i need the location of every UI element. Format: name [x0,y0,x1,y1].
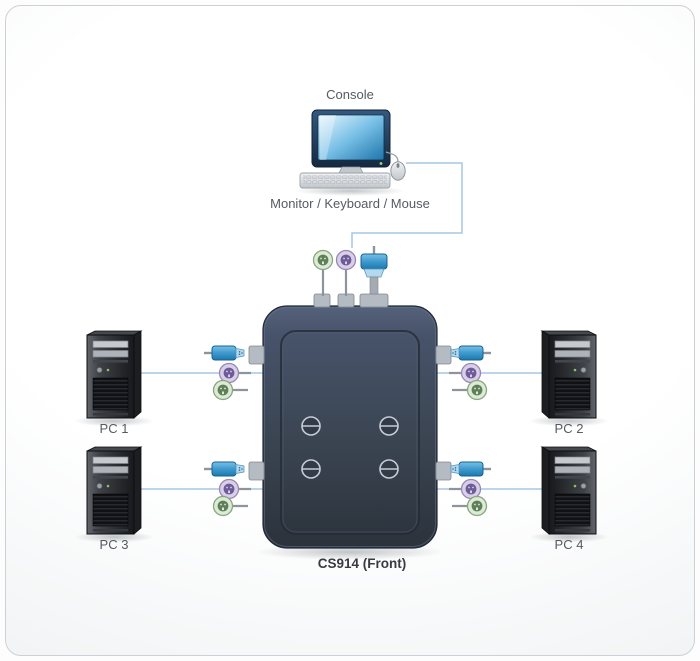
monitor-screen [317,114,385,161]
pc2-port [435,345,452,365]
pc4-vga-connector-icon [449,460,493,478]
pc4-label: PC 4 [554,537,584,552]
port-stubs [248,293,452,481]
pc4-tower-icon [541,446,597,535]
kvm-switch [248,293,452,549]
pc3-tower-icon [86,446,142,535]
pc3-ps2-mouse-connector-icon [212,495,234,517]
pc3-label: PC 3 [99,537,129,552]
pc2-vga-connector-icon [449,344,493,362]
console-to-switch-line [351,162,463,248]
console-video-port [359,293,389,308]
port-button-3 [301,459,321,479]
pc4-ps2-mouse-connector-icon [466,495,488,517]
monitor-stand [338,166,364,174]
pc1-label: PC 1 [99,421,129,436]
pc4-ps2-keyboard-connector-icon [460,478,482,500]
pc2-label: PC 2 [554,421,584,436]
pc2-ps2-mouse-connector-icon [466,379,488,401]
console-label: Console [326,87,374,102]
monitor-icon [311,109,391,174]
pc1-port [248,345,265,365]
pc1-ps2-mouse-connector-icon [212,379,234,401]
console-ps2-keyboard-connector-icon [335,249,357,271]
pc3-ps2-keyboard-connector-icon [218,478,240,500]
port-button-2 [379,416,399,436]
pc1-tower-icon [86,330,142,419]
kvm-switch-body [262,305,438,549]
monitor-power-led [379,162,383,165]
pc1-vga-connector-icon [202,344,246,362]
console-ps2-mouse-connector-icon [312,249,334,271]
pc3-vga-connector-icon [202,460,246,478]
pc2-tower-icon [541,330,597,419]
device-title: CS914 (Front) [317,556,407,571]
port-button-4 [379,459,399,479]
mouse-icon [385,151,406,181]
pc4-port [435,461,452,481]
port-button-1 [301,416,321,436]
pc3-port [248,461,265,481]
pc2-ps2-keyboard-connector-icon [460,362,482,384]
keyboard-icon [299,172,391,189]
front-panel-seam [280,330,420,535]
pc1-ps2-keyboard-connector-icon [218,362,240,384]
console-vga-connector-icon [359,244,389,296]
peripherals-label: Monitor / Keyboard / Mouse [270,196,430,211]
